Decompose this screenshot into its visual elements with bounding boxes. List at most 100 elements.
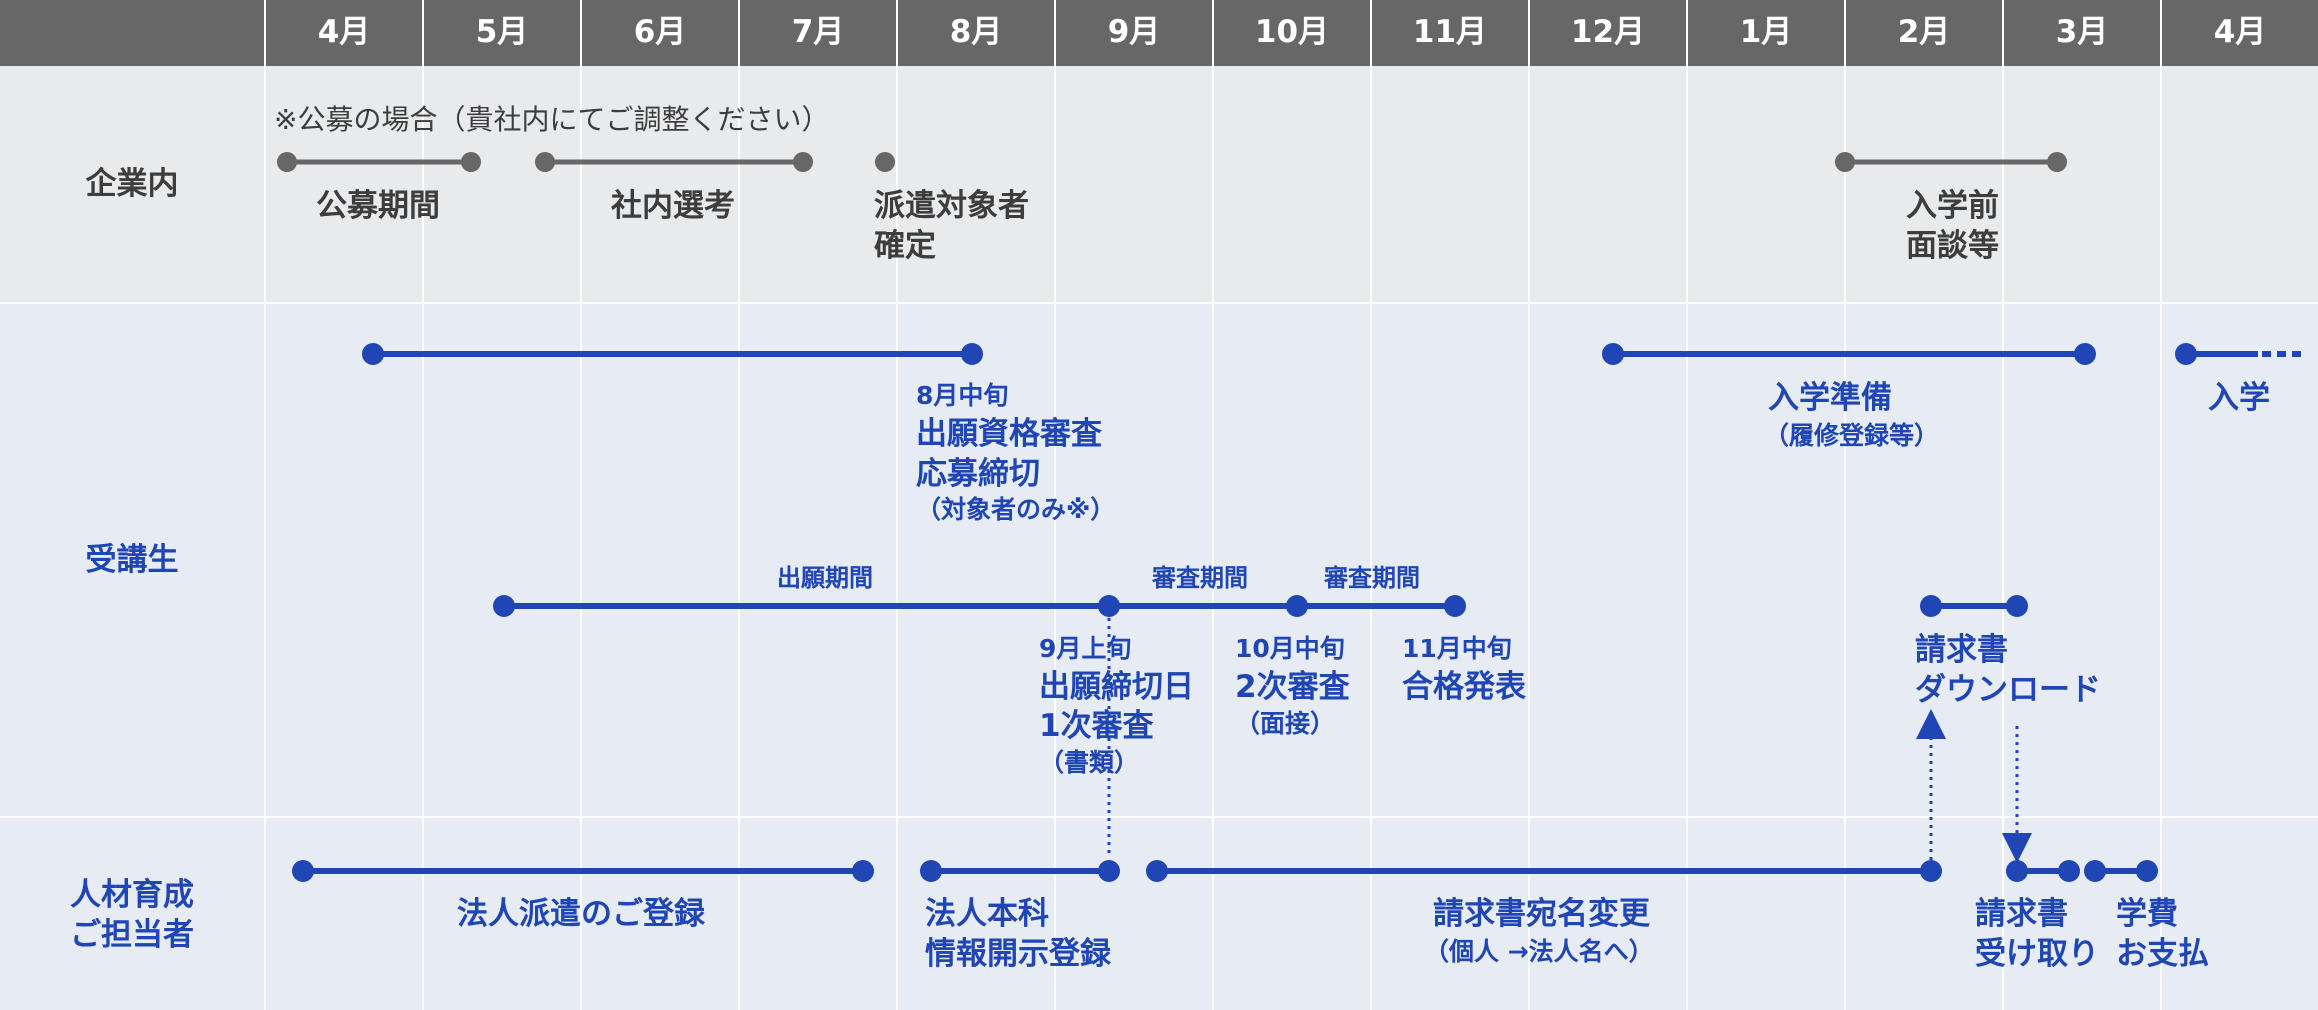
receive-end-dot [2058,860,2080,882]
aug-date: 8月中旬 [916,381,1009,410]
sep-label-line3: （書類） [1039,748,1140,777]
invoice-download-start-dot [1920,595,1942,617]
aug-label-line2: 応募締切 [916,456,1040,492]
nyugaku-mendan-start-dot [1835,152,1855,172]
oct-date: 10月中旬 [1235,634,1345,663]
row-label-student: 受講生 [85,542,179,578]
grid-line [2002,0,2004,1010]
pay-end-dot [2136,860,2158,882]
oct-label-line1: 2次審査 [1235,669,1350,705]
month-label: 1月 [1739,14,1793,50]
haken-label-line2: 確定 [874,228,936,264]
invoice-download-line2: ダウンロード [1915,672,2101,708]
receive-start-dot [2006,860,2028,882]
nyugaku-mendan-end-dot [2047,152,2067,172]
disclose-label-line2: 情報開示登録 [925,936,1111,972]
grid-line [1212,0,1214,1010]
nyugaku-mendan-line2: 面談等 [1906,228,1999,264]
aug-label-line1: 出願資格審査 [916,416,1102,452]
grid-line [738,0,740,1010]
register-label: 法人派遣のご登録 [457,896,705,932]
prep-label-line2: （履修登録等） [1764,421,1940,450]
invoice-download-line1: 請求書 [1915,632,2008,668]
month-label: 12月 [1570,14,1646,50]
aug-review-end-dot [961,343,983,365]
month-label: 7月 [791,14,845,50]
receive-label-line2: 受け取り [1975,936,2099,972]
nov-label-line1: 合格発表 [1402,669,1526,705]
invoice-download-end-dot [2006,595,2028,617]
grid-line [580,0,582,1010]
grid-line [422,0,424,1010]
koubo-label: 公募期間 [316,188,440,224]
oct-interview-dot [1286,595,1308,617]
sep-date: 9月上旬 [1039,634,1132,663]
rename-label-line1: 請求書宛名変更 [1433,896,1650,932]
student-timeline [362,343,2306,617]
grid-line [1528,0,1530,1010]
nyugaku-mendan-line1: 入学前 [1906,188,1999,224]
enroll-dot [2175,343,2197,365]
application-period-label: 出願期間 [777,564,873,592]
month-label: 5月 [475,14,529,50]
receive-label-line1: 請求書 [1975,896,2068,932]
nov-date: 11月中旬 [1402,634,1512,663]
enroll-label: 入学 [2208,380,2270,416]
haken-dot [875,152,895,172]
review-period-2-label: 審査期間 [1324,564,1420,592]
grid-line [1686,0,1688,1010]
register-start-dot [292,860,314,882]
grid-line [264,0,266,1010]
company-band [0,66,2318,302]
row-label-staff-line2: ご担当者 [70,917,194,953]
month-label: 2月 [1897,14,1951,50]
prep-start-dot [1602,343,1624,365]
aug-label-line3: （対象者のみ※） [916,495,1116,524]
company-note: ※公募の場合（貴社内にてご調整ください） [274,103,830,136]
prep-end-dot [2074,343,2096,365]
month-label: 9月 [1107,14,1161,50]
month-label: 4月 [317,14,371,50]
staff-timeline [292,860,2158,882]
shanai-end-dot [793,152,813,172]
disclose-end-dot [1098,860,1120,882]
rename-start-dot [1146,860,1168,882]
connectors [1107,618,2032,863]
sep-deadline-dot [1098,595,1120,617]
disclose-start-dot [920,860,942,882]
row-label-company: 企業内 [85,166,179,202]
koubo-start-dot [277,152,297,172]
grid-line [1370,0,1372,1010]
month-label: 11月 [1412,14,1488,50]
rename-end-dot [1920,860,1942,882]
shanai-start-dot [535,152,555,172]
grid-line [896,0,898,1010]
rename-label-line2: （個人 →法人名へ） [1424,937,1654,966]
pay-start-dot [2084,860,2106,882]
month-label: 8月 [949,14,1003,50]
company-timeline [277,152,2067,172]
row-label-staff-line1: 人材育成 [70,877,194,913]
month-label: 6月 [633,14,687,50]
grid-line [2160,0,2162,1010]
aug-review-start-dot [362,343,384,365]
pay-label-line2: お支払 [2116,936,2209,972]
koubo-end-dot [461,152,481,172]
oct-label-line2: （面接） [1235,709,1336,738]
disclose-label-line1: 法人本科 [925,896,1049,932]
sep-label-line2: 1次審査 [1039,708,1154,744]
sep-label-line1: 出願締切日 [1039,669,1194,705]
register-end-dot [852,860,874,882]
haken-label-line1: 派遣対象者 [874,188,1029,224]
month-label: 4月 [2213,14,2267,50]
review-period-1-label: 審査期間 [1152,564,1248,592]
month-header-bar [0,0,2318,66]
nov-announce-dot [1444,595,1466,617]
month-label: 10月 [1254,14,1330,50]
grid-line [1844,0,1846,1010]
shanai-label: 社内選考 [611,188,735,224]
prep-label-line1: 入学準備 [1768,380,1892,416]
grid-line [1054,0,1056,1010]
application-start-dot [493,595,515,617]
